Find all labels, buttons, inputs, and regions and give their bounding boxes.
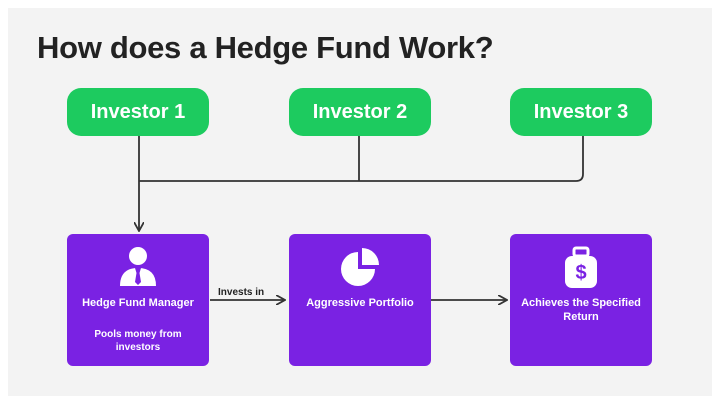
- portfolio-title: Aggressive Portfolio: [306, 297, 414, 309]
- money-bag-icon: $: [565, 246, 597, 288]
- investor-1-node: Investor 1: [67, 88, 209, 136]
- return-title: Achieves the Specified Return: [521, 297, 641, 323]
- investor-2-node: Investor 2: [289, 88, 431, 136]
- manager-title: Hedge Fund Manager: [82, 297, 194, 309]
- diagram-title: How does a Hedge Fund Work?: [37, 30, 494, 65]
- specified-return-node: $ Achieves the Specified Return: [510, 234, 652, 366]
- investor-3-line: [139, 136, 584, 182]
- investor-3-node: Investor 3: [510, 88, 652, 136]
- pie-chart-icon: [341, 248, 379, 286]
- invests-in-label: Invests in: [218, 287, 265, 298]
- manager-subtitle: Pools money from investors: [94, 329, 182, 353]
- svg-text:$: $: [575, 262, 586, 284]
- hedge-fund-manager-node: Hedge Fund Manager Pools money from inve…: [67, 234, 209, 366]
- person-icon: [120, 247, 156, 286]
- aggressive-portfolio-node: Aggressive Portfolio: [289, 234, 431, 366]
